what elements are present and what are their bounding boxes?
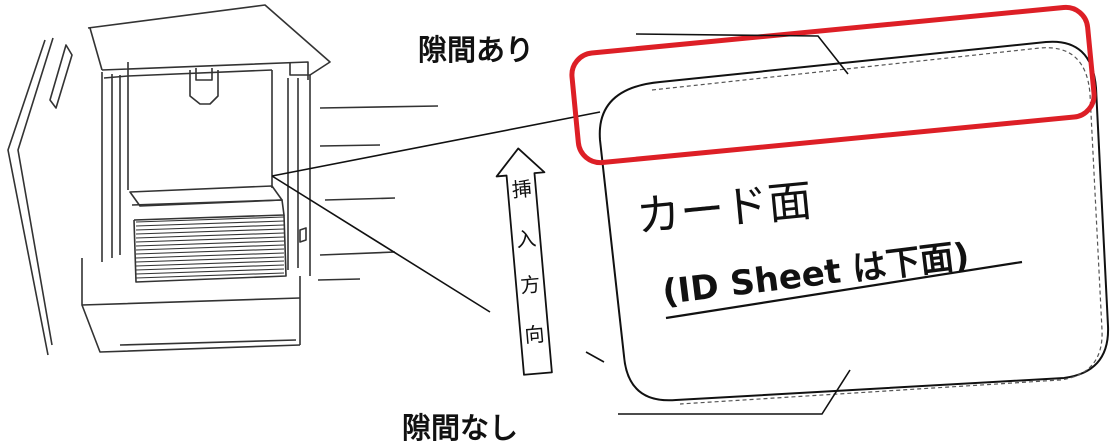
id-sheet-dashed-outline (651, 47, 1103, 405)
direction-char-2: 入 (515, 226, 537, 252)
gap-absent-label: 隙間なし (402, 411, 518, 445)
insertion-direction-arrow: 挿 入 方 向 (495, 147, 553, 376)
direction-char-4: 向 (524, 322, 546, 348)
zoom-connector-lines (271, 111, 605, 363)
id-sheet-underline (665, 260, 1023, 320)
printer-illustration (7, 4, 439, 356)
leader-lines (618, 33, 851, 415)
gap-highlight-box (569, 4, 1097, 166)
arrow-shape (495, 147, 553, 376)
gap-present-label: 隙間あり (418, 33, 534, 67)
zoom-line-lower (271, 175, 491, 313)
leader-gap-bottom (618, 369, 851, 415)
zoom-line-upper (271, 111, 601, 177)
leader-gap-top (635, 33, 849, 75)
direction-char-1: 挿 (511, 176, 533, 202)
zoom-line-short (585, 351, 605, 363)
direction-char-3: 方 (519, 272, 541, 298)
